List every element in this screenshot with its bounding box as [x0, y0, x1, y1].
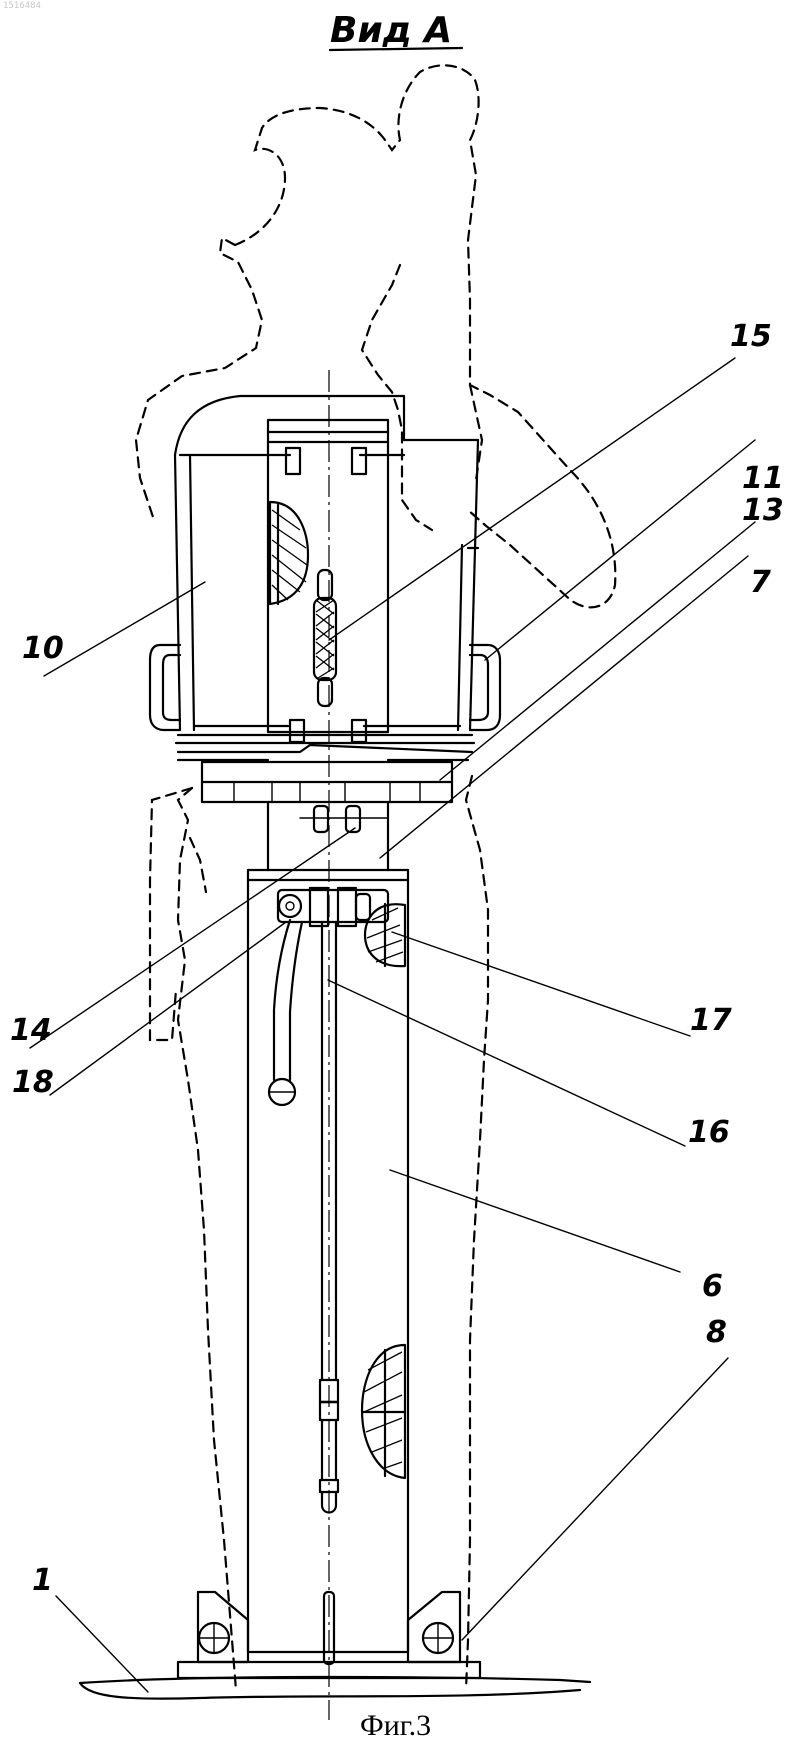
- hatched-section-upper: [270, 502, 308, 604]
- hatched-section-lower: [362, 1345, 405, 1478]
- callout-10: 10: [22, 631, 64, 666]
- leader-lines: [30, 358, 755, 1692]
- callout-6: 6: [702, 1269, 723, 1304]
- column-6: [248, 870, 408, 1652]
- callout-15: 15: [730, 319, 772, 354]
- bracket-8-right: [408, 1592, 460, 1662]
- post-7: [268, 802, 388, 870]
- view-title: Вид А: [330, 10, 452, 51]
- callout-1: 1: [32, 1563, 53, 1598]
- floor-1: [80, 1677, 590, 1699]
- lever-18: [269, 920, 302, 1105]
- callout-13: 13: [742, 493, 784, 528]
- handle-11-right: [470, 645, 500, 730]
- figure-caption: Фиг.3: [360, 1709, 431, 1742]
- callout-7: 7: [750, 565, 771, 600]
- callout-16: 16: [688, 1115, 730, 1150]
- patent-number-stamp: 1516484: [3, 1, 41, 11]
- handle-11-left: [150, 645, 180, 730]
- callout-17: 17: [690, 1003, 732, 1038]
- clamp-assembly: [278, 888, 388, 926]
- bracket-8-left: [198, 1592, 248, 1662]
- operator-silhouette: [136, 65, 615, 1690]
- callout-18: 18: [12, 1065, 54, 1100]
- plate-13: [202, 762, 452, 802]
- callout-14: 14: [10, 1013, 52, 1048]
- callout-8: 8: [706, 1315, 727, 1350]
- callout-11: 11: [742, 461, 784, 496]
